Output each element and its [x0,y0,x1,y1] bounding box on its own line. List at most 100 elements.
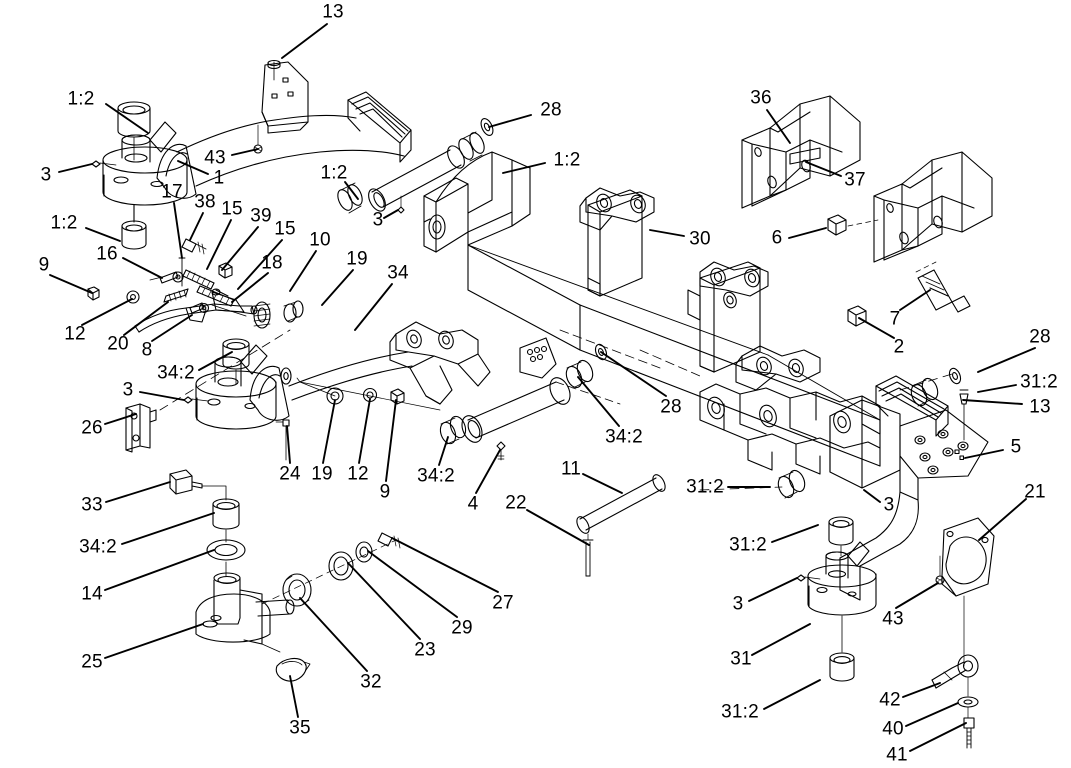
part-washer-stack-lower [261,532,403,607]
callout-number: 13 [322,1,344,23]
callout-leader-line [748,577,798,602]
callout-leader-line [962,399,1023,405]
callout-number: 43 [204,147,226,169]
callout-leader-line [237,239,283,290]
callout-number: 21 [1024,481,1046,503]
callout-leader-line [354,283,393,331]
callout-leader-line [788,227,827,239]
part-main-frame [423,151,881,475]
callout-leader-line [805,161,842,177]
callout-leader-line [978,498,1027,541]
callout-leader-line [899,289,931,311]
callout-leader-line [151,314,193,342]
callout-number: 34:2 [79,536,117,558]
callout-leader-line [58,163,93,173]
callout-leader-line [751,623,811,656]
callout-leader-line [909,722,967,752]
callout-number: 34:2 [605,426,643,448]
callout-number: 2 [893,336,905,358]
callout-number: 12 [347,463,369,485]
callout-number: 11 [560,458,582,480]
callout-number: 15 [274,218,296,240]
callout-leader-line [438,436,449,466]
callout-number: 25 [81,651,103,673]
callout-number: 42 [879,689,901,711]
callout-number: 15 [221,198,243,220]
callout-number: 31:2 [686,476,724,498]
callout-number: 28 [1029,326,1051,348]
callout-leader-line [231,148,259,156]
callout-number: 34:2 [157,362,195,384]
callout-number: 19 [346,248,368,270]
callout-leader-line [763,679,821,710]
callout-leader-line [905,702,959,727]
callout-leader-line [347,562,421,640]
callout-leader-line [81,298,133,326]
callout-leader-line [322,399,336,464]
callout-leader-line [902,682,941,698]
callout-leader-line [189,212,204,241]
callout-leader-line [577,376,620,427]
callout-leader-line [766,109,791,144]
callout-number: 38 [194,191,216,213]
callout-number: 31:2 [721,701,759,723]
part-center-cylinder [337,91,494,214]
callout-leader-line [391,537,499,593]
callout-leader-line [600,351,667,397]
callout-number: 40 [882,718,904,740]
callout-leader-line [121,512,215,545]
callout-leader-line [895,582,939,609]
callout-number: 33 [81,494,103,516]
callout-number: 31:2 [1020,371,1058,393]
callout-number: 35 [289,717,311,739]
callout-leader-line [383,209,399,219]
callout-number: 18 [261,252,283,274]
callout-leader-line [526,509,590,546]
callout-number: 3 [883,494,895,516]
callout-number: 16 [96,243,118,265]
callout-leader-line [289,675,299,718]
callout-leader-line [104,413,137,425]
callout-leader-line [582,473,623,494]
callout-number: 3 [372,209,384,231]
callout-leader-line [177,160,209,175]
callout-leader-line [649,229,685,237]
callout-number: 29 [451,617,473,639]
callout-number: 9 [38,254,50,276]
callout-number: 22 [505,492,527,514]
callout-leader-line [198,351,233,371]
callout-number: 32 [360,671,382,693]
callout-number: 28 [660,396,682,418]
callout-number: 30 [689,228,711,250]
callout-leader-line [289,250,317,292]
callout-number: 31:2 [729,534,767,556]
callout-number: 24 [279,463,301,485]
callout-number: 13 [1029,396,1051,418]
callout-leader-line [221,226,259,271]
callout-number: 6 [771,227,783,249]
callout-leader-line [502,162,546,174]
callout-leader-line [858,317,895,339]
callout-number: 17 [161,181,183,203]
callout-leader-line [299,597,368,672]
callout-number: 26 [81,417,103,439]
callout-number: 31 [730,648,752,670]
callout-number: 20 [107,333,129,355]
callout-leader-line [321,269,354,306]
callout-number: 1:2 [50,212,78,234]
callout-number: 19 [311,463,333,485]
callout-leader-line [105,103,149,134]
callout-leader-line [104,549,215,591]
callout-leader-line [286,425,291,464]
part-lower-arm-tube [389,321,621,461]
callout-number: 1:2 [553,149,581,171]
callout-leader-line [85,227,121,242]
callout-number: 1:2 [67,88,95,110]
callout-leader-line [488,114,532,128]
callout-leader-line [358,398,371,464]
part-left-spindle [169,469,311,682]
callout-leader-line [206,219,232,270]
callout-number: 39 [250,205,272,227]
